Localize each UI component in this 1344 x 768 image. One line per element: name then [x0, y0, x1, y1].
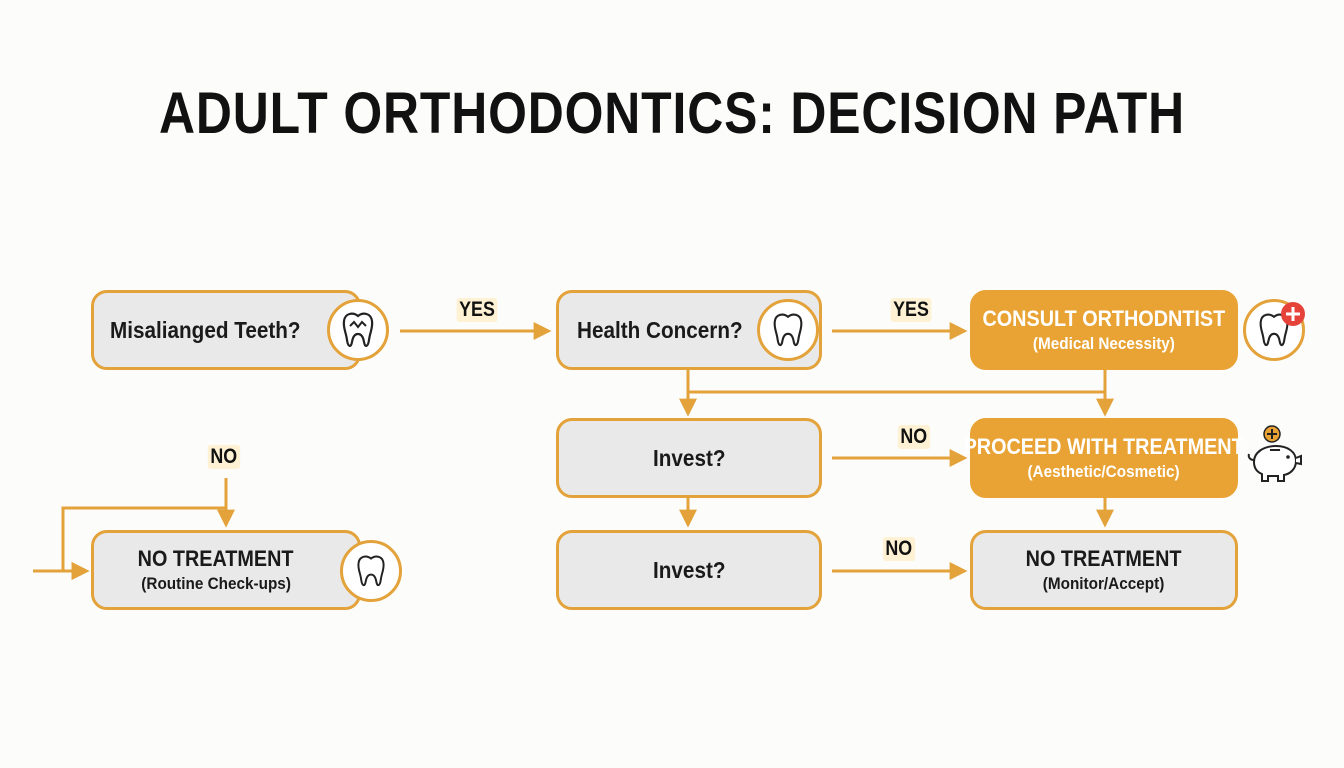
node-label: Invest?: [652, 557, 726, 583]
node-no-treatment-monitor: NO TREATMENT (Monitor/Accept): [970, 530, 1238, 610]
tooth-face-icon: [327, 299, 389, 361]
edge-label-no: NO: [207, 445, 240, 469]
diagram-title: ADULT ORTHODONTICS: DECISION PATH: [159, 81, 1185, 146]
tooth-face-icon-graphic: [342, 312, 374, 347]
tooth-icon: [340, 540, 402, 602]
node-consult-orthodontist: CONSULT ORTHODNTIST (Medical Necessity): [970, 290, 1238, 370]
add-badge-icon: [1281, 302, 1305, 326]
node-invest: Invest?: [556, 418, 822, 498]
node-subtitle: (Routine Check-ups): [141, 574, 291, 593]
node-title: NO TREATMENT: [1026, 546, 1182, 571]
tooth-icon: [757, 299, 819, 361]
node-title: NO TREATMENT: [138, 546, 294, 571]
node-label: Invest?: [652, 445, 726, 471]
edge-label-no: NO: [882, 537, 915, 561]
tooth-icon-graphic: [773, 313, 803, 347]
node-label: Misalianged Teeth?: [110, 317, 301, 343]
tooth-icon-graphic: [357, 555, 385, 587]
node-subtitle: (Monitor/Accept): [1043, 574, 1165, 593]
edge-label-no: NO: [897, 425, 930, 449]
node-title: CONSULT ORTHODNTIST: [982, 306, 1226, 331]
node-label: Health Concern?: [577, 317, 743, 343]
node-subtitle: (Aesthetic/Cosmetic): [1027, 462, 1181, 481]
node-misaligned-teeth: Misalianged Teeth?: [91, 290, 361, 370]
node-no-treatment-checkups: NO TREATMENT (Routine Check-ups): [91, 530, 361, 610]
node-invest: Invest?: [556, 530, 822, 610]
node-subtitle: (Medical Necessity): [1032, 334, 1176, 353]
edge-label-yes: YES: [456, 298, 498, 322]
tooth-plus-icon-graphic: [1259, 313, 1289, 347]
edge-label-yes: YES: [890, 298, 932, 322]
node-proceed-with-treatment: PROCEED WITH TREATMENT (Aesthetic/Cosmet…: [964, 418, 1244, 498]
piggy-bank-icon: [1247, 425, 1302, 482]
node-title: PROCEED WITH TREATMENT: [963, 434, 1245, 459]
